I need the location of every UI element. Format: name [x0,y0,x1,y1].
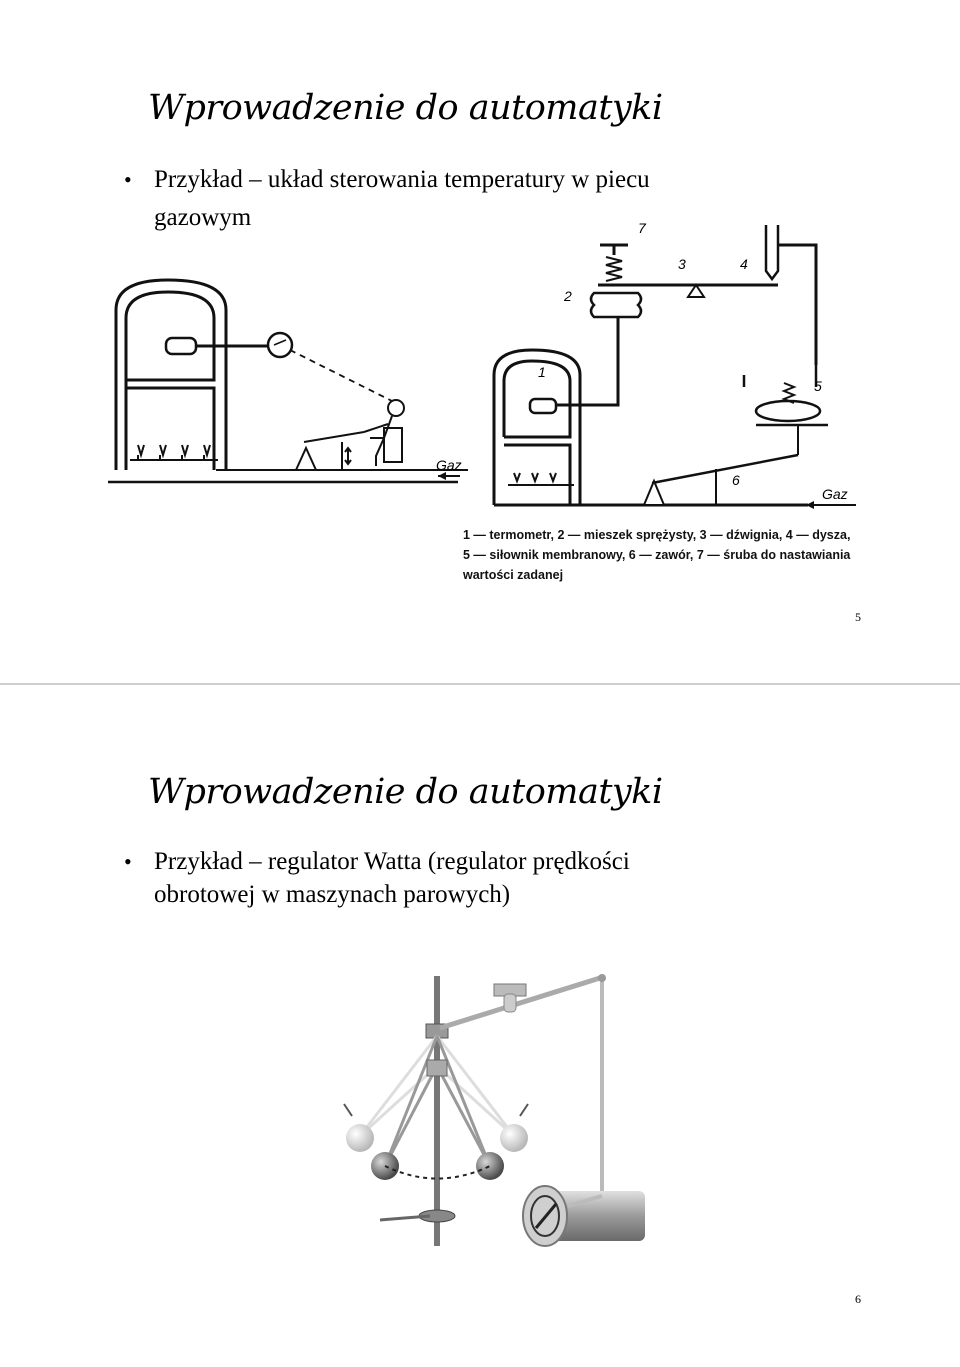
bullet-text-line1: Przykład – układ sterowania temperatury … [154,166,650,193]
manual-furnace-diagram: Gaz [108,278,468,484]
label-4: 4 [740,256,748,272]
label-1: 1 [538,364,546,380]
label-2: 2 [563,288,572,304]
slide-title: Wprowadzenie do automatyki [148,772,663,812]
flyball-light [346,1124,374,1152]
thermometer-icon [164,331,294,359]
legend-line: 5 — siłownik membranowy, 6 — zawór, 7 — … [463,548,851,562]
flyball-light [500,1124,528,1152]
label-7: 7 [638,220,647,236]
bullet-text-line2: obrotowej w maszynach parowych) [154,881,511,908]
diagram-legend: 1 — termometr, 2 — mieszek sprężysty, 3 … [463,525,850,585]
bullet-text-line2: gazowym [154,204,252,231]
watt-governor-illustration [343,974,645,1247]
valve-lever-icon [294,431,365,471]
bullet-dot-icon: • [124,167,132,192]
legend-line: wartości zadanej [463,568,564,582]
slide-divider [0,683,960,685]
slide-5: Wprowadzenie do automatyki • Przykład – … [108,88,861,624]
page-number: 6 [855,1292,861,1306]
label-6: 6 [732,472,740,488]
page-number: 5 [855,610,861,624]
burner-flames-icon [130,444,218,461]
label-3: 3 [678,256,686,272]
gas-label-right: Gaz [822,486,848,502]
bullet-text-line1: Przykład – regulator Watta (regulator pr… [154,848,630,875]
slide-6: Wprowadzenie do automatyki • Przykład – … [0,686,960,1367]
gas-label-left: Gaz [436,457,462,473]
label-5: 5 [814,378,822,394]
bullet-dot-icon: • [124,849,132,874]
automatic-control-diagram: 1 2 7 3 4 5 6 Gaz [492,220,856,509]
spindle [434,976,440,1246]
flyball-dark [476,1152,504,1180]
legend-line: 1 — termometr, 2 — mieszek sprężysty, 3 … [463,528,851,542]
slide-title: Wprowadzenie do automatyki [148,88,663,128]
operator-icon [363,399,405,466]
